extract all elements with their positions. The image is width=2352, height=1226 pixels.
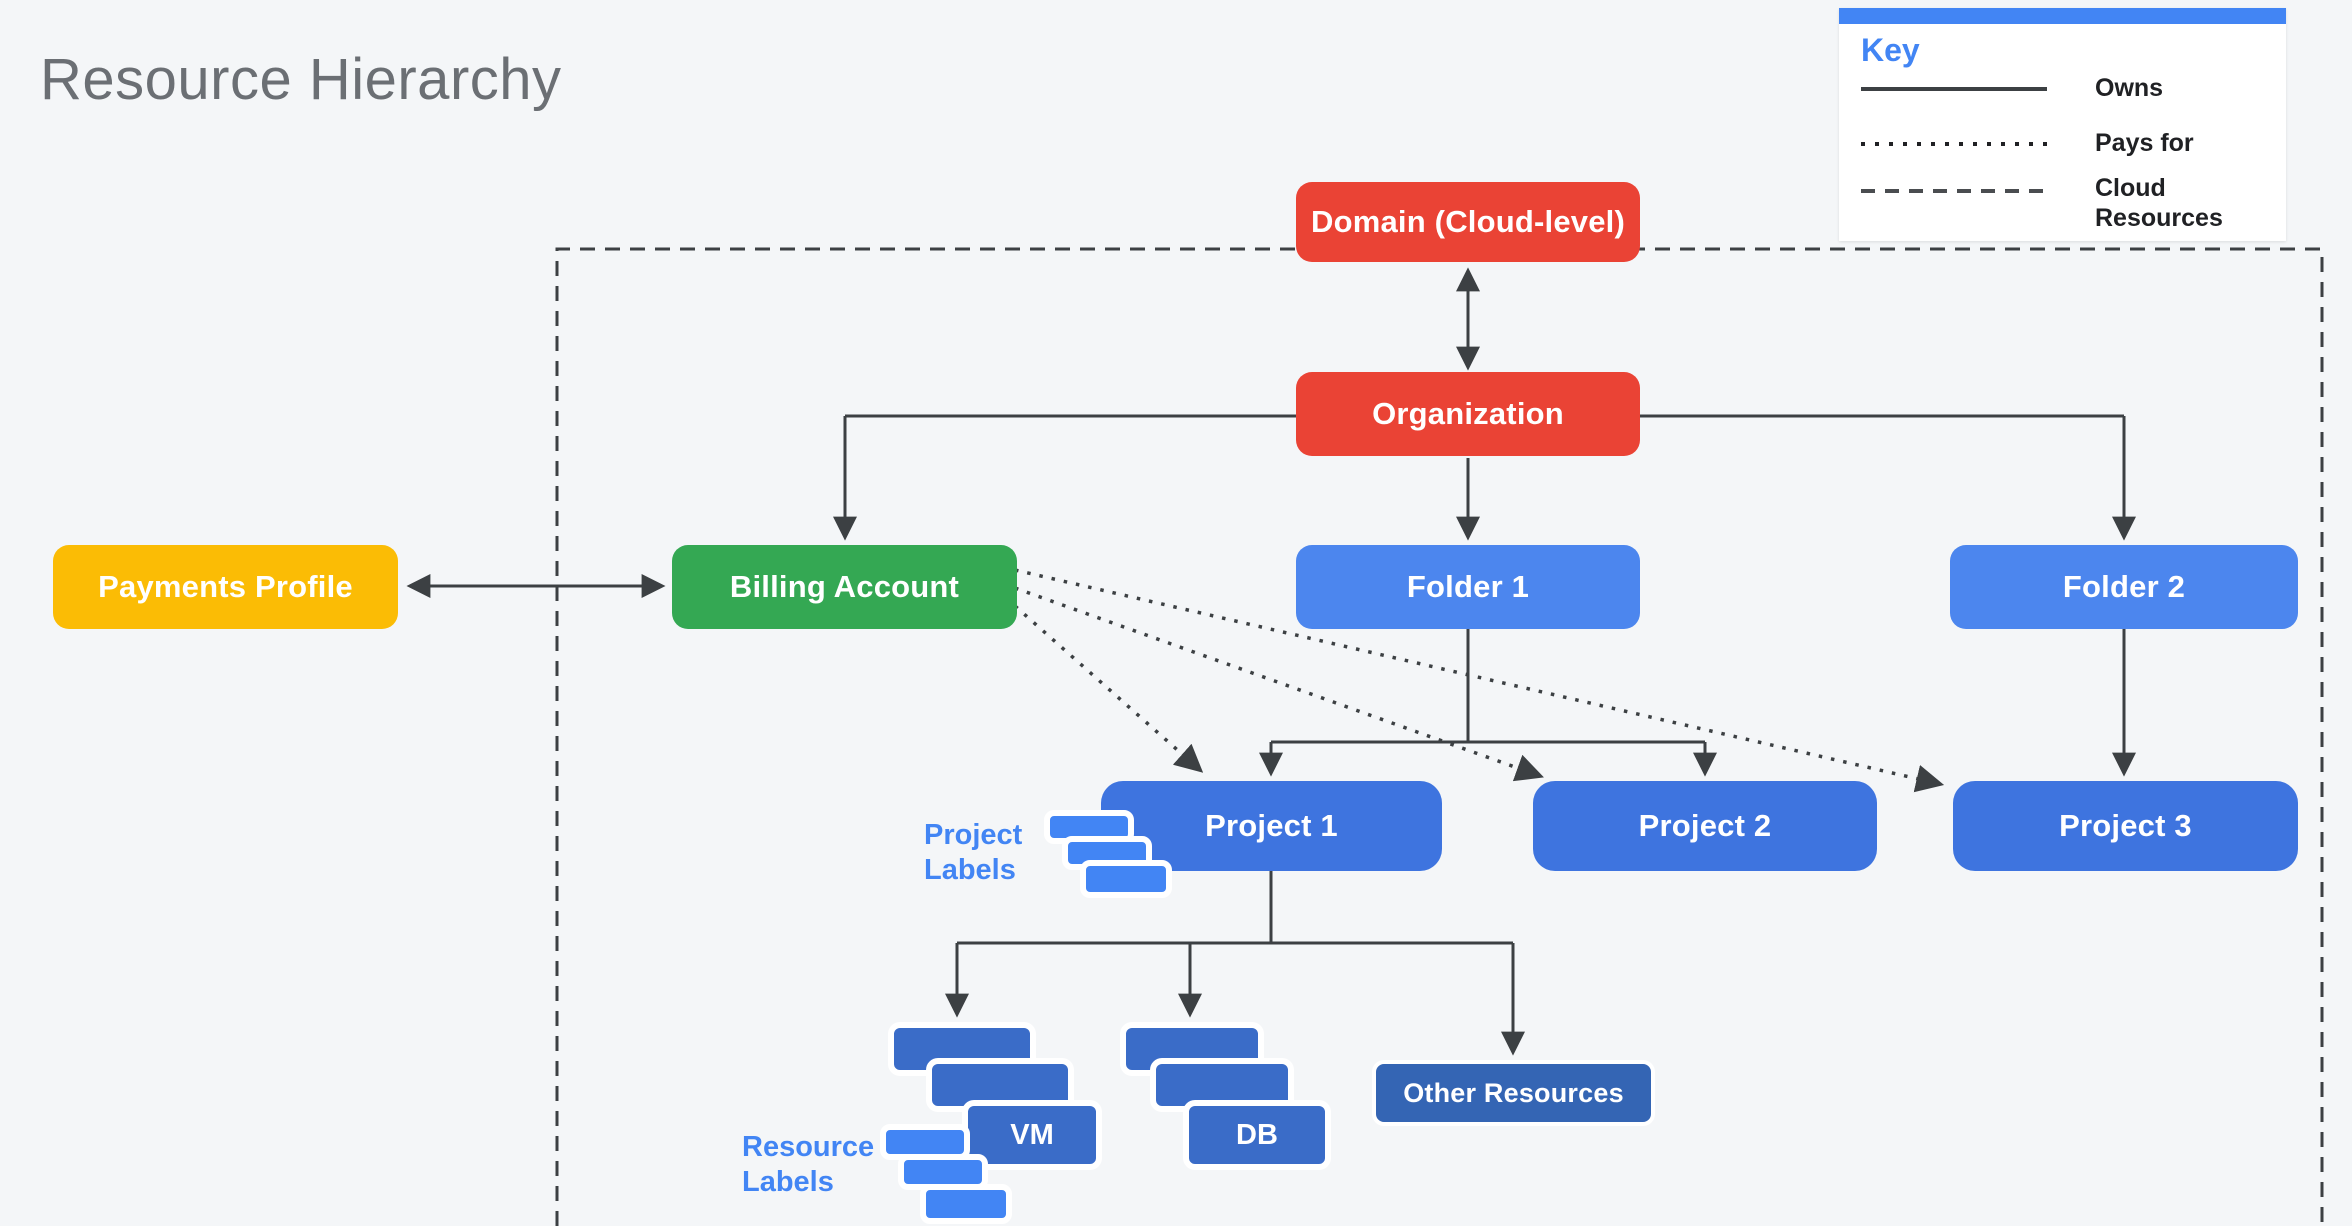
resource-labels-annotation: Resource Labels [742,1131,875,1198]
node-domain: Domain (Cloud-level) [1296,182,1640,262]
node-billing-account: Billing Account [672,545,1017,629]
owns-connector-project1-resources [945,871,1525,1056]
node-project-2: Project 2 [1533,781,1877,871]
legend-title: Key [1861,32,1920,68]
legend-label-owns: Owns [2095,74,2164,102]
legend-label-pays-for: Pays for [2095,129,2194,157]
legend-panel: Key Owns Pays for Cloud Resources [1839,8,2286,241]
resource-label-card-icon [920,1184,1012,1224]
node-payments-profile: Payments Profile [53,545,398,629]
project-labels-annotation: Project Labels [924,819,1023,886]
node-folder-2: Folder 2 [1950,545,2298,629]
legend-dashed-line-sample [1861,189,2047,193]
project-label-card-icon [1080,860,1172,898]
node-project-3: Project 3 [1953,781,2298,871]
pays-for-connectors-billing-projects [1013,568,1945,793]
legend-topbar [1839,8,2286,24]
owns-connector-folder1-projects [1259,629,1717,777]
node-folder-1: Folder 1 [1296,545,1640,629]
node-other-resources: Other Resources [1372,1060,1655,1126]
page-title: Resource Hierarchy [40,47,562,112]
node-project-1: Project 1 [1101,781,1442,871]
legend-label-cloud-resources: Cloud Resources [2095,174,2223,232]
legend-solid-line-sample [1861,87,2047,91]
node-db: DB [1183,1100,1331,1170]
legend-dotted-line-sample [1861,142,2047,146]
vm-stack-card-icon [926,1058,1074,1112]
node-organization: Organization [1296,372,1640,456]
